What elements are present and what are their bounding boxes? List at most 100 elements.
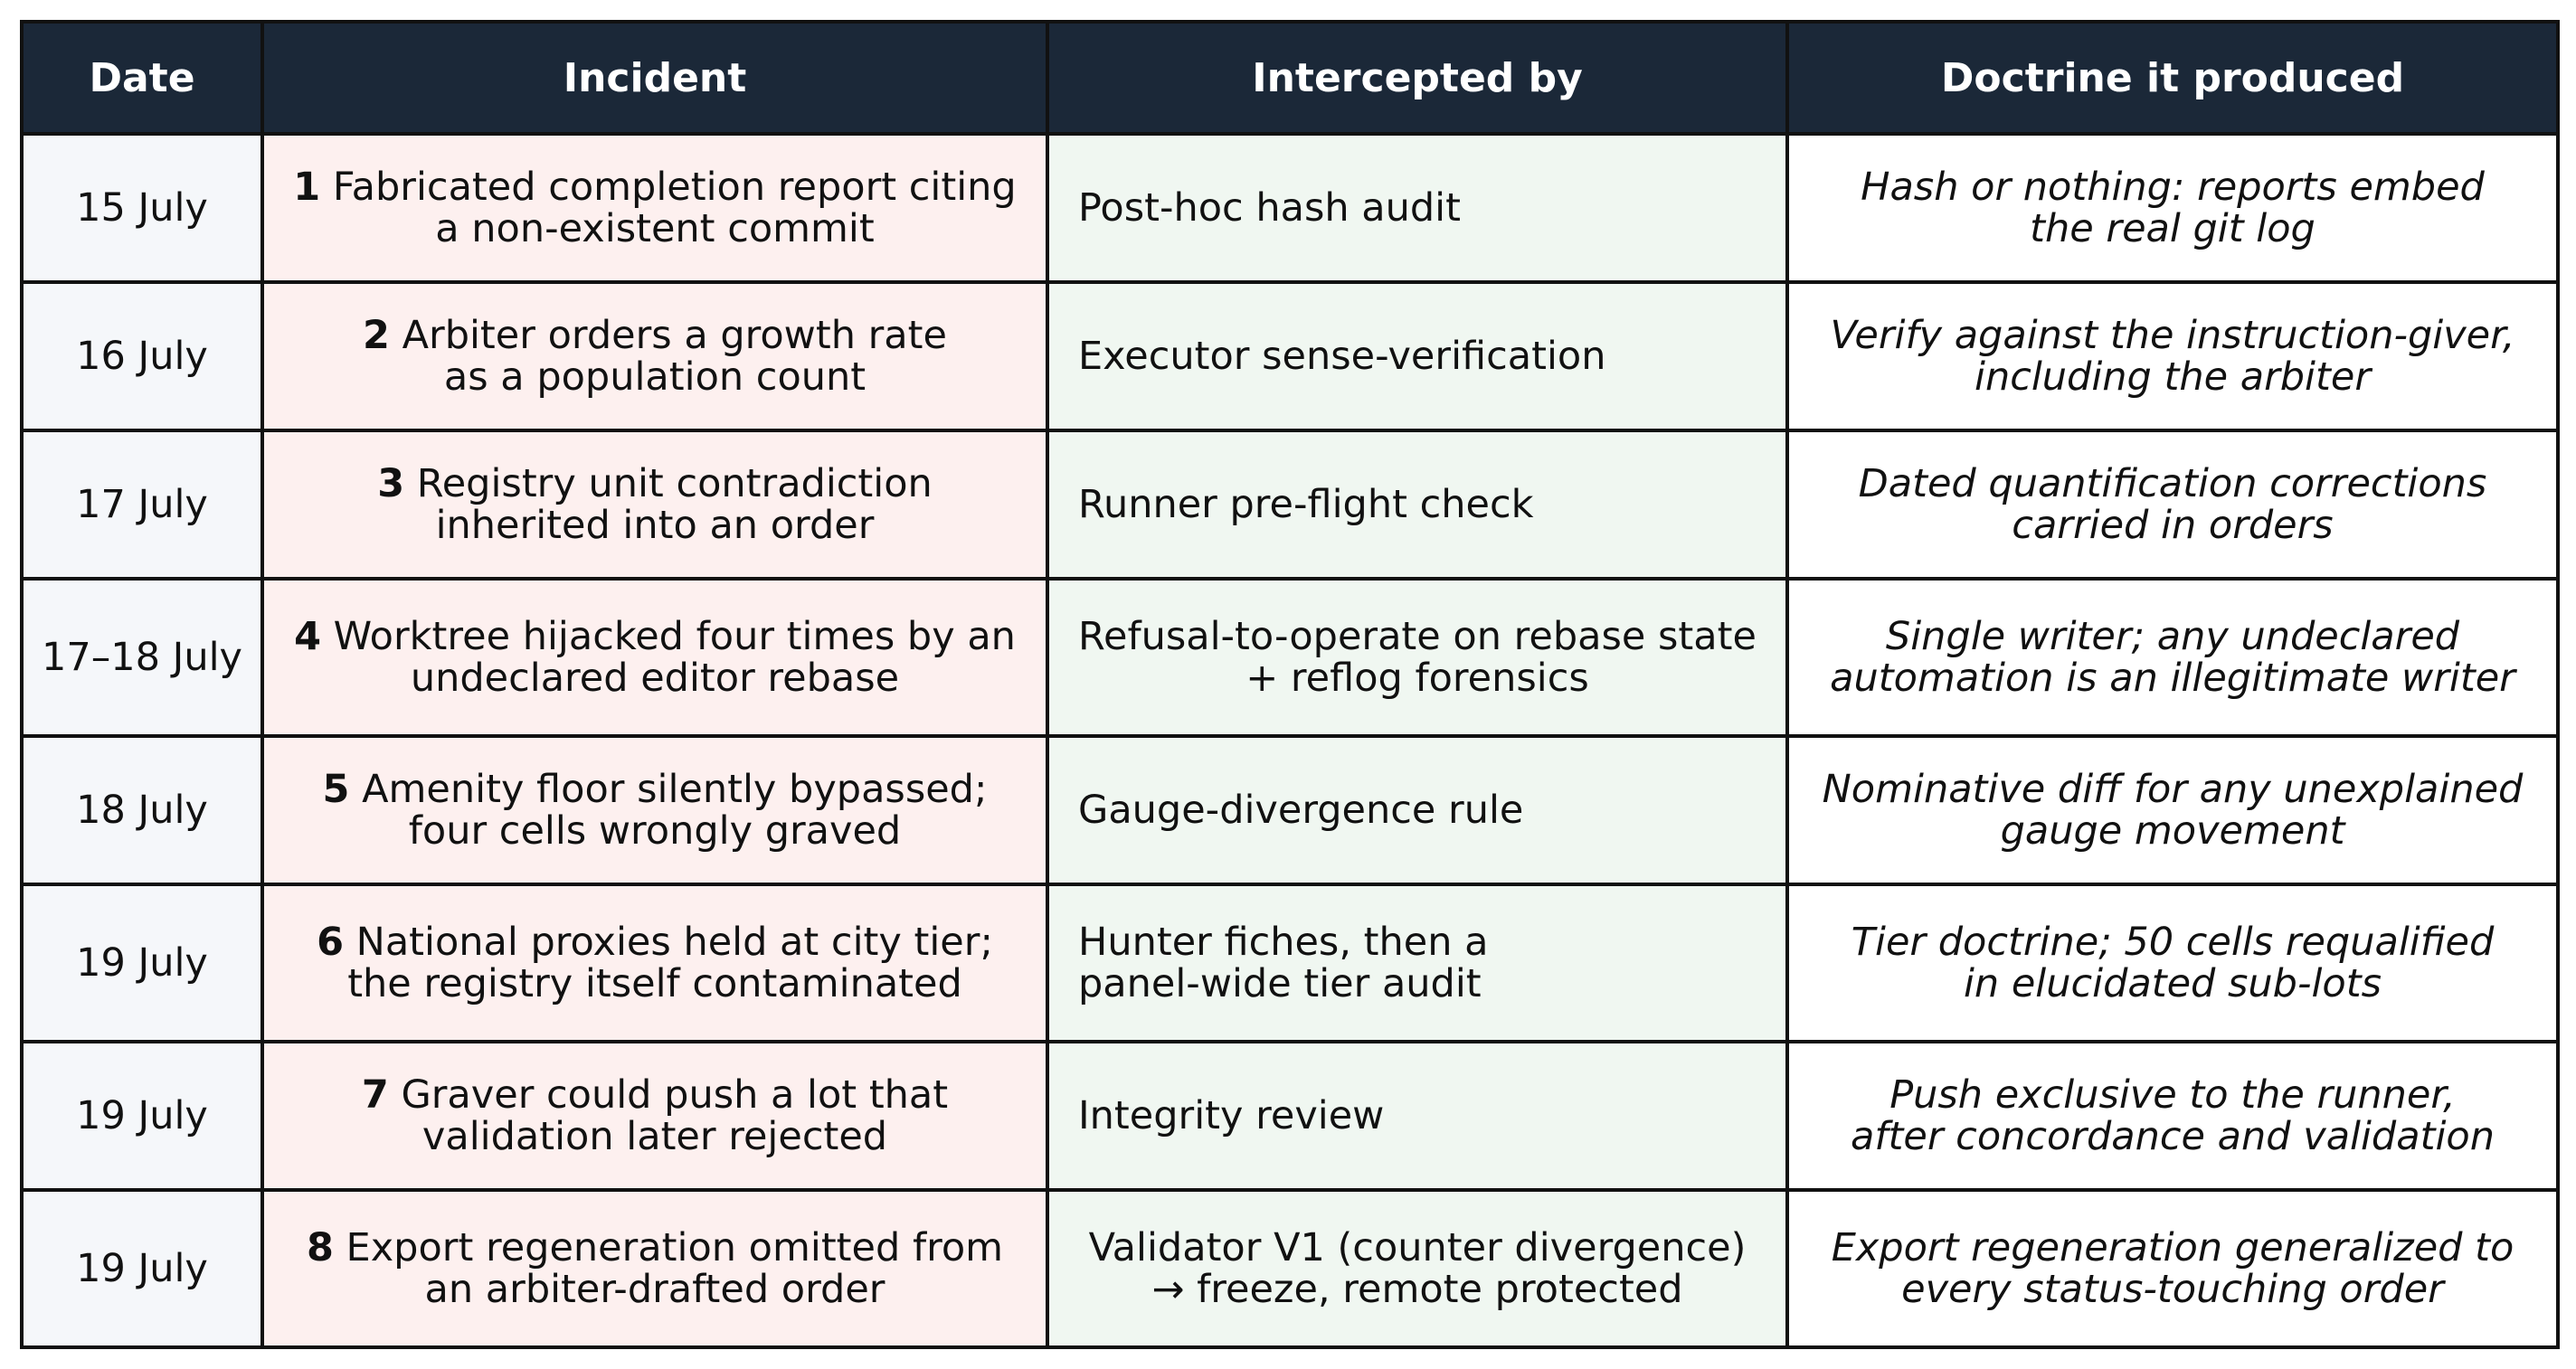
doctrine-line-2: carried in orders [2012,503,2334,548]
incident-line-2: a non-existent commit [435,206,875,251]
doctrine-line-2: gauge movement [2000,808,2345,854]
incident-text: Graver could push a lot that [401,1072,949,1118]
incident-cell: 2 Arbiter orders a growth rate as a popu… [260,280,1049,432]
incident-line-1: 4 Worktree hijacked four times by an [291,616,1018,657]
doctrine-line-1: Verify against the instruction-giver, [1830,313,2515,358]
intercepted-line-2: + reflog forensics [1245,656,1589,701]
incident-cell: 7 Graver could push a lot that validatio… [260,1040,1049,1192]
doctrine-cell: Nominative diff for any unexplained gaug… [1785,734,2560,886]
incident-line-2: inherited into an order [435,503,875,548]
intercepted-by-cell: Runner pre-flight check [1046,429,1789,581]
incident-doctrine-table-container: Date Incident Intercepted by Doctrine it… [20,20,2560,1349]
table-row: 17 July 3 Registry unit contradiction in… [20,429,2560,581]
date-cell: 18 July [20,734,264,886]
incident-cell: 4 Worktree hijacked four times by an und… [260,577,1049,738]
intercepted-line-1: Hunter fiches, then a [1078,920,1489,965]
doctrine-line-1: Hash or nothing: reports embed [1861,165,2485,210]
date-cell: 19 July [20,883,264,1043]
intercepted-line-2: → freeze, remote protected [1151,1267,1683,1312]
date-cell: 17–18 July [20,577,264,738]
incident-line-2: the registry itself contaminated [347,961,962,1006]
incident-text: Export regeneration omitted from [346,1225,1004,1270]
table-row: 16 July 2 Arbiter orders a growth rate a… [20,280,2560,432]
header-incident: Incident [260,20,1049,136]
incident-text: Amenity floor silently bypassed; [362,767,988,812]
date-cell: 15 July [20,132,264,284]
doctrine-line-2: the real git log [2030,206,2316,251]
date-cell: 16 July [20,280,264,432]
incident-number: 5 [322,767,350,812]
incident-number: 1 [293,165,321,210]
doctrine-cell: Verify against the instruction-giver, in… [1785,280,2560,432]
header-row: Date Incident Intercepted by Doctrine it… [20,20,2560,136]
intercepted-line-1: Executor sense-verification [1078,334,1606,379]
incident-line-1: 6 National proxies held at city tier; [291,921,1018,963]
doctrine-line-2: every status-touching order [1901,1267,2444,1312]
incident-number: 8 [306,1225,334,1270]
date-cell: 19 July [20,1040,264,1192]
intercepted-by-cell: Refusal-to-operate on rebase state + ref… [1046,577,1789,738]
incident-cell: 1 Fabricated completion report citing a … [260,132,1049,284]
doctrine-cell: Push exclusive to the runner, after conc… [1785,1040,2560,1192]
table-row: 19 July 6 National proxies held at city … [20,883,2560,1043]
intercepted-by-cell: Hunter fiches, then a panel-wide tier au… [1046,883,1789,1043]
incident-text: Worktree hijacked four times by an [333,614,1016,659]
date-cell: 19 July [20,1188,264,1349]
incident-line-1: 8 Export regeneration omitted from [291,1227,1018,1269]
doctrine-line-1: Push exclusive to the runner, [1889,1072,2456,1118]
table-row: 18 July 5 Amenity floor silently bypasse… [20,734,2560,886]
incident-number: 3 [377,461,405,506]
table-header: Date Incident Intercepted by Doctrine it… [20,20,2560,136]
intercepted-line-1: Validator V1 (counter divergence) [1088,1225,1747,1270]
table-body: 15 July 1 Fabricated completion report c… [20,132,2560,1349]
doctrine-line-1: Nominative diff for any unexplained [1822,767,2524,812]
intercepted-line-1: Runner pre-flight check [1078,482,1534,527]
incident-line-1: 5 Amenity floor silently bypassed; [291,769,1018,810]
header-doctrine: Doctrine it produced [1785,20,2560,136]
incident-line-1: 2 Arbiter orders a growth rate [291,315,1018,356]
incident-number: 7 [361,1072,389,1118]
header-date: Date [20,20,264,136]
doctrine-line-2: after concordance and validation [1851,1114,2495,1159]
doctrine-line-1: Dated quantification corrections [1858,461,2487,506]
intercepted-by-cell: Integrity review [1046,1040,1789,1192]
doctrine-line-1: Export regeneration generalized to [1831,1225,2514,1270]
doctrine-cell: Export regeneration generalized to every… [1785,1188,2560,1349]
doctrine-cell: Tier doctrine; 50 cells requalified in e… [1785,883,2560,1043]
doctrine-cell: Dated quantification corrections carried… [1785,429,2560,581]
doctrine-line-2: including the arbiter [1975,354,2371,400]
incident-line-1: 1 Fabricated completion report citing [291,166,1018,208]
date-cell: 17 July [20,429,264,581]
incident-line-2: four cells wrongly graved [408,808,902,854]
incident-line-1: 7 Graver could push a lot that [291,1074,1018,1116]
header-intercepted-by: Intercepted by [1046,20,1789,136]
doctrine-line-2: in elucidated sub-lots [1963,961,2382,1006]
doctrine-cell: Hash or nothing: reports embed the real … [1785,132,2560,284]
incident-cell: 6 National proxies held at city tier; th… [260,883,1049,1043]
incident-cell: 8 Export regeneration omitted from an ar… [260,1188,1049,1349]
incident-doctrine-table: Date Incident Intercepted by Doctrine it… [20,20,2560,1349]
incident-number: 4 [294,614,321,659]
incident-cell: 3 Registry unit contradiction inherited … [260,429,1049,581]
intercepted-by-cell: Validator V1 (counter divergence) → free… [1046,1188,1789,1349]
doctrine-line-1: Tier doctrine; 50 cells requalified [1851,920,2495,965]
intercepted-line-1: Gauge-divergence rule [1078,788,1524,833]
incident-line-2: an arbiter-drafted order [424,1267,886,1312]
incident-text: National proxies held at city tier; [355,920,993,965]
incident-line-2: undeclared editor rebase [410,656,900,701]
intercepted-line-1: Post-hoc hash audit [1078,185,1461,231]
intercepted-line-1: Integrity review [1078,1093,1385,1138]
incident-text: Registry unit contradiction [416,461,933,506]
incident-text: Fabricated completion report citing [332,165,1017,210]
table-row: 19 July 8 Export regeneration omitted fr… [20,1188,2560,1349]
doctrine-line-2: automation is an illegitimate writer [1830,656,2515,701]
incident-line-1: 3 Registry unit contradiction [291,463,1018,505]
incident-cell: 5 Amenity floor silently bypassed; four … [260,734,1049,886]
table-row: 15 July 1 Fabricated completion report c… [20,132,2560,284]
intercepted-by-cell: Executor sense-verification [1046,280,1789,432]
incident-number: 2 [363,313,390,358]
intercepted-line-1: Refusal-to-operate on rebase state [1078,614,1757,659]
table-row: 17–18 July 4 Worktree hijacked four time… [20,577,2560,738]
intercepted-by-cell: Post-hoc hash audit [1046,132,1789,284]
intercepted-by-cell: Gauge-divergence rule [1046,734,1789,886]
